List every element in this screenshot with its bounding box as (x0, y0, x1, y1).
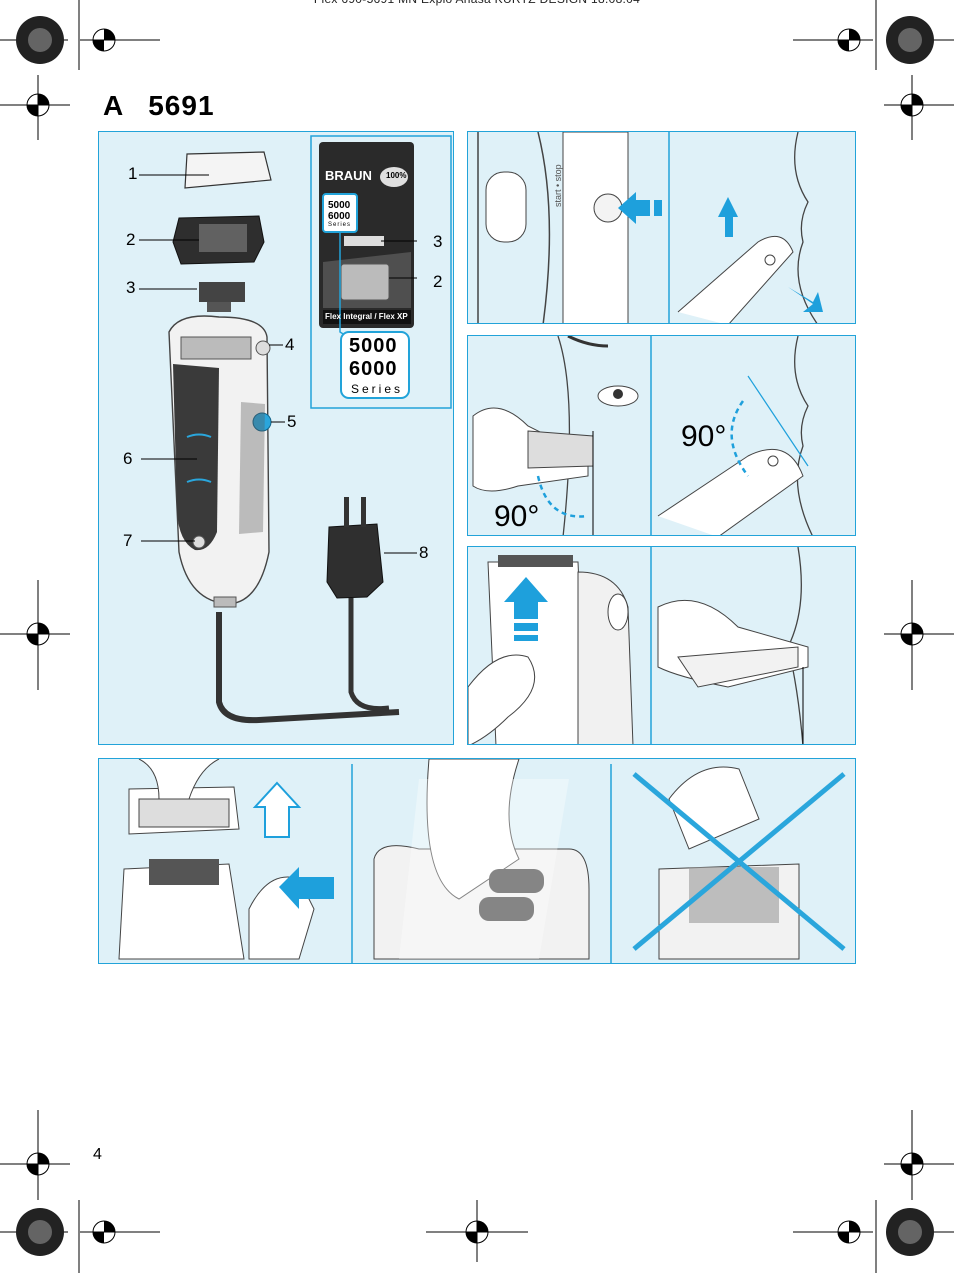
switch-on-panel: start • stop (467, 131, 856, 324)
model-number: 5691 (148, 90, 215, 121)
section-letter: A (103, 90, 125, 121)
page-number: 4 (93, 1146, 102, 1163)
print-slug: Flex 690-5691 MN Explo Anasa KURTZ DESIG… (0, 0, 954, 6)
label-part-1: 1 (128, 164, 138, 183)
package-brand: BRAUN (325, 168, 372, 183)
package-callout-3: 3 (433, 232, 443, 251)
package-small-series-2: 6000 (328, 211, 351, 222)
cleaning-panel (98, 758, 856, 964)
label-part-7: 7 (123, 531, 133, 550)
angle-90-panel: 90° 90° (467, 335, 856, 536)
package-badge: 100% (386, 171, 407, 180)
package-callout-2: 2 (433, 272, 443, 291)
label-part-8: 8 (419, 543, 429, 562)
label-part-4: 4 (285, 335, 295, 354)
package-big-series-word: Series (351, 382, 404, 396)
angle-label-right: 90° (681, 420, 727, 453)
label-part-3: 3 (126, 278, 136, 297)
parts-overview-panel: 1 2 3 4 5 6 7 8 BRAUN 100% 5000 6000 Ser… (98, 131, 454, 745)
page-title: A 5691 (103, 90, 239, 122)
package-small-series-word: Series (328, 222, 352, 228)
switch-label: start • stop (553, 164, 563, 207)
shaver-illustration (139, 135, 452, 724)
package-big-series-2: 6000 (349, 358, 398, 380)
trimmer-panel (467, 546, 856, 745)
package-product-line: Flex Integral / Flex XP (325, 312, 408, 321)
label-part-5: 5 (287, 412, 297, 431)
switch-on-illustration (477, 132, 823, 323)
package-big-series-1: 5000 (349, 335, 398, 357)
cleaning-illustration (118, 759, 846, 963)
label-part-6: 6 (123, 449, 133, 468)
package-small-series-1: 5000 (328, 200, 351, 211)
angle-90-illustration (472, 336, 813, 535)
label-part-2: 2 (126, 230, 136, 249)
angle-label-left: 90° (494, 500, 540, 533)
trimmer-illustration (468, 547, 809, 744)
